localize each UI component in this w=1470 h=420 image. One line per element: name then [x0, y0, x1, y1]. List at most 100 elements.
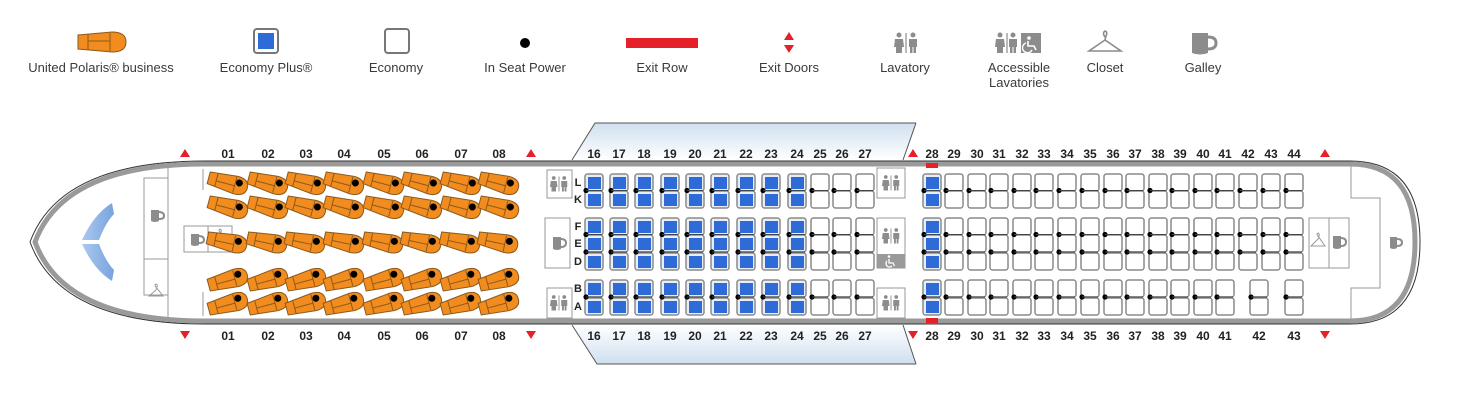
seat-16A[interactable] — [584, 297, 604, 316]
polaris-seat-03-a[interactable] — [284, 169, 327, 197]
seat-29D[interactable] — [944, 252, 964, 271]
seat-43F[interactable] — [1261, 217, 1281, 236]
seat-24B[interactable] — [787, 279, 807, 298]
seat-20A[interactable] — [685, 297, 705, 316]
seat-26F[interactable] — [832, 217, 852, 236]
polaris-seat-01-e[interactable] — [206, 290, 249, 318]
seat-37A[interactable] — [1125, 297, 1145, 316]
seat-34A[interactable] — [1057, 297, 1077, 316]
seat-28D[interactable] — [922, 252, 942, 271]
seat-17F[interactable] — [609, 217, 629, 236]
seat-34F[interactable] — [1057, 217, 1077, 236]
seat-21E[interactable] — [710, 234, 730, 253]
seat-33L[interactable] — [1034, 173, 1054, 192]
seat-39E[interactable] — [1170, 234, 1190, 253]
seat-26B[interactable] — [832, 279, 852, 298]
seat-32F[interactable] — [1012, 217, 1032, 236]
seat-28A[interactable] — [922, 297, 942, 316]
seat-35A[interactable] — [1080, 297, 1100, 316]
seat-37L[interactable] — [1125, 173, 1145, 192]
seat-41B[interactable] — [1215, 279, 1235, 298]
seat-29A[interactable] — [944, 297, 964, 316]
polaris-seat-01-b[interactable] — [206, 193, 249, 221]
seat-42E[interactable] — [1238, 234, 1258, 253]
polaris-seat-02-e[interactable] — [246, 290, 289, 318]
seat-22L[interactable] — [736, 173, 756, 192]
seat-40E[interactable] — [1193, 234, 1213, 253]
polaris-seat-08-b[interactable] — [477, 193, 520, 221]
seat-18E[interactable] — [634, 234, 654, 253]
polaris-seat-04-c[interactable] — [322, 229, 366, 255]
polaris-seat-05-c[interactable] — [361, 229, 405, 255]
seat-28K[interactable] — [922, 190, 942, 209]
seat-43L[interactable] — [1261, 173, 1281, 192]
seat-31B[interactable] — [989, 279, 1009, 298]
seat-28B[interactable] — [922, 279, 942, 298]
seat-19F[interactable] — [660, 217, 680, 236]
seat-32L[interactable] — [1012, 173, 1032, 192]
polaris-seat-05-a[interactable] — [362, 169, 405, 197]
seat-23K[interactable] — [761, 190, 781, 209]
seat-24L[interactable] — [787, 173, 807, 192]
seat-42L[interactable] — [1238, 173, 1258, 192]
polaris-seat-08-a[interactable] — [477, 169, 520, 197]
seat-39A[interactable] — [1170, 297, 1190, 316]
seat-33A[interactable] — [1034, 297, 1054, 316]
seat-26D[interactable] — [832, 252, 852, 271]
seat-38D[interactable] — [1148, 252, 1168, 271]
seat-29L[interactable] — [944, 173, 964, 192]
seat-18L[interactable] — [634, 173, 654, 192]
seat-16F[interactable] — [584, 217, 604, 236]
seat-23D[interactable] — [761, 252, 781, 271]
polaris-seat-04-d[interactable] — [322, 266, 365, 294]
seat-43D[interactable] — [1261, 252, 1281, 271]
seat-27F[interactable] — [855, 217, 875, 236]
seat-35K[interactable] — [1080, 190, 1100, 209]
seat-21D[interactable] — [710, 252, 730, 271]
seat-39L[interactable] — [1170, 173, 1190, 192]
seat-37E[interactable] — [1125, 234, 1145, 253]
seat-25B[interactable] — [810, 279, 830, 298]
seat-44E[interactable] — [1284, 234, 1304, 253]
seat-20F[interactable] — [685, 217, 705, 236]
seat-33D[interactable] — [1034, 252, 1054, 271]
polaris-seat-08-d[interactable] — [477, 266, 520, 294]
seat-16L[interactable] — [584, 173, 604, 192]
seat-40F[interactable] — [1193, 217, 1213, 236]
seat-20B[interactable] — [685, 279, 705, 298]
seat-24F[interactable] — [787, 217, 807, 236]
seat-27E[interactable] — [855, 234, 875, 253]
seat-28E[interactable] — [922, 234, 942, 253]
seat-40B[interactable] — [1193, 279, 1213, 298]
seat-24E[interactable] — [787, 234, 807, 253]
seat-33K[interactable] — [1034, 190, 1054, 209]
seat-21K[interactable] — [710, 190, 730, 209]
polaris-seat-01-a[interactable] — [206, 169, 249, 197]
seat-41L[interactable] — [1215, 173, 1235, 192]
seat-27K[interactable] — [855, 190, 875, 209]
seat-37F[interactable] — [1125, 217, 1145, 236]
seat-36D[interactable] — [1103, 252, 1123, 271]
seat-31D[interactable] — [989, 252, 1009, 271]
seat-27B[interactable] — [855, 279, 875, 298]
seat-43E[interactable] — [1261, 234, 1281, 253]
seat-16D[interactable] — [584, 252, 604, 271]
seat-18D[interactable] — [634, 252, 654, 271]
seat-38F[interactable] — [1148, 217, 1168, 236]
seat-43A[interactable] — [1284, 297, 1304, 316]
polaris-seat-04-a[interactable] — [322, 169, 365, 197]
seat-23L[interactable] — [761, 173, 781, 192]
seat-38K[interactable] — [1148, 190, 1168, 209]
seat-29F[interactable] — [944, 217, 964, 236]
seat-16B[interactable] — [584, 279, 604, 298]
polaris-seat-04-e[interactable] — [322, 290, 365, 318]
seat-26E[interactable] — [832, 234, 852, 253]
seat-36B[interactable] — [1103, 279, 1123, 298]
seat-40L[interactable] — [1193, 173, 1213, 192]
seat-44F[interactable] — [1284, 217, 1304, 236]
seat-21L[interactable] — [710, 173, 730, 192]
seat-31E[interactable] — [989, 234, 1009, 253]
polaris-seat-08-e[interactable] — [477, 290, 520, 318]
seat-38A[interactable] — [1148, 297, 1168, 316]
seat-30B[interactable] — [967, 279, 987, 298]
